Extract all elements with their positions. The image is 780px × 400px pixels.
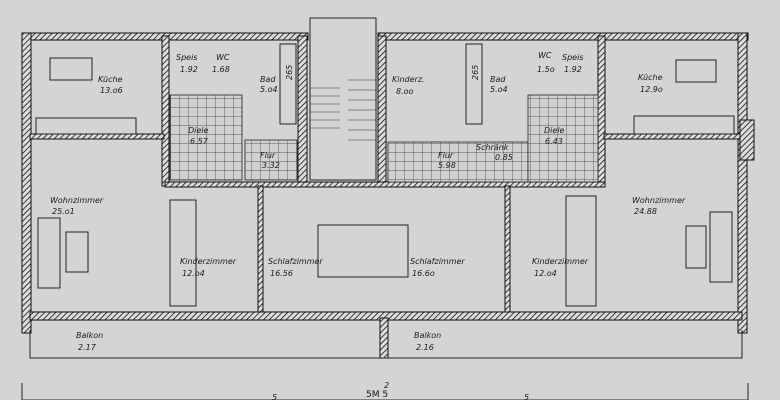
dimension-label: 2 (384, 381, 389, 390)
room-area: 12.9o (640, 85, 663, 94)
room-area: 6.57 (190, 137, 209, 146)
walls (21, 32, 755, 359)
room-name: Bad (260, 75, 276, 84)
room-name: WC (216, 53, 230, 62)
room-name: Balkon (76, 331, 103, 340)
room-name: Diele (544, 126, 565, 135)
room-area: 13.o6 (100, 86, 123, 95)
room-area: 1.5o (537, 65, 555, 74)
room-name: Bad (490, 75, 506, 84)
room-name: Flur (260, 151, 276, 160)
room-name: Küche (98, 75, 123, 84)
room-name: Kinderz. (392, 75, 425, 84)
room-name: Wohnzimmer (50, 196, 104, 205)
room-area: 5.98 (438, 161, 456, 170)
room-name: Schränk (476, 143, 509, 152)
room-labels: Küche 13.o6 Speis 1.92 WC 1.68 Bad 5.o4 … (50, 51, 686, 352)
room-area: 1.92 (180, 65, 198, 74)
room-area: 0.85 (495, 153, 513, 162)
room-name: Kinderzimmer (180, 257, 237, 266)
bath-dimension: 265 (285, 65, 294, 80)
room-name: WC (538, 51, 552, 60)
room-area: 2.17 (78, 343, 97, 352)
room-area: 16.6o (412, 269, 435, 278)
tiled-floors (169, 94, 599, 183)
room-name: Flur (438, 151, 454, 160)
stairwell (309, 17, 377, 181)
room-name: Küche (638, 73, 663, 82)
room-area: 25.o1 (52, 207, 75, 216)
room-area: 5.o4 (490, 85, 508, 94)
bath-dimension: 265 (471, 65, 480, 80)
room-name: Wohnzimmer (632, 196, 686, 205)
room-name: Diele (188, 126, 209, 135)
room-name: Schlafzimmer (410, 257, 465, 266)
room-area: 16.56 (270, 269, 293, 278)
room-name: Speis (562, 53, 583, 62)
room-area: 1.92 (564, 65, 582, 74)
room-area: 5.o4 (260, 85, 278, 94)
room-area: 6.43 (545, 137, 563, 146)
dimension-label: 5 (524, 393, 529, 400)
room-name: Kinderzimmer (532, 257, 589, 266)
room-area: 1.68 (212, 65, 230, 74)
room-name: Balkon (414, 331, 441, 340)
room-area: 12.o4 (182, 269, 205, 278)
dimension-label: 5M 5 (366, 390, 388, 400)
room-area: 8.oo (396, 87, 414, 96)
room-area: 12.o4 (534, 269, 557, 278)
room-name: Schlafzimmer (268, 257, 323, 266)
dimension-label: 5 (272, 393, 277, 400)
room-area: 2.16 (416, 343, 434, 352)
room-area: 3.32 (262, 161, 280, 170)
fixtures (21, 43, 749, 400)
room-name: Speis (176, 53, 197, 62)
room-area: 24.88 (634, 207, 657, 216)
